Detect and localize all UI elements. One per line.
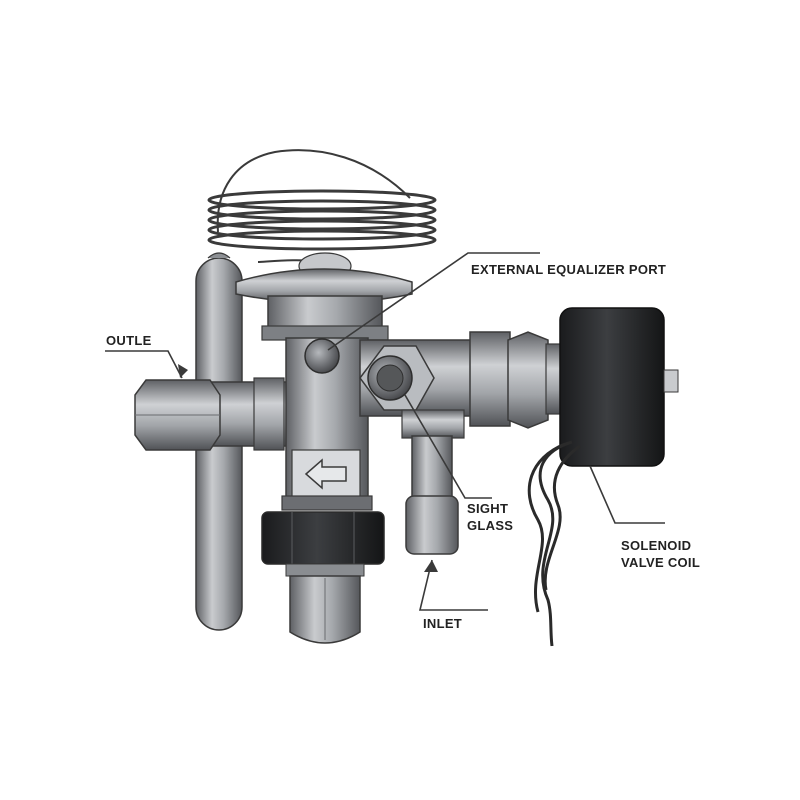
solenoid-wires — [527, 440, 581, 647]
callout-outlet — [105, 350, 183, 379]
callout-solenoid — [589, 465, 665, 524]
solenoid-arm — [469, 331, 569, 429]
callout-lines — [105, 252, 665, 611]
callout-inlet — [418, 559, 488, 611]
valve-body — [281, 337, 373, 511]
label-outlet: OUTLE — [106, 333, 152, 348]
solenoid-coil — [559, 307, 679, 467]
capillary-coil — [207, 189, 437, 251]
inlet-tube — [405, 435, 459, 555]
outlet-arm — [134, 377, 301, 451]
label-solenoid-valve-coil: SOLENOID VALVE COIL — [621, 538, 701, 570]
label-external-equalizer-port: EXTERNAL EQUALIZER PORT — [471, 262, 667, 277]
arrowheads — [178, 364, 438, 572]
equalizer-port — [304, 338, 340, 374]
callout-sight-glass — [404, 394, 492, 499]
diaphragm-head — [235, 252, 413, 341]
bottom-fitting — [261, 511, 385, 644]
flow-arrow-icon — [304, 458, 347, 490]
label-inlet: INLET — [423, 616, 463, 631]
callout-equalizer — [327, 252, 540, 351]
label-sight-glass: SIGHT GLASS — [467, 501, 514, 533]
sight-glass-housing — [359, 339, 473, 439]
